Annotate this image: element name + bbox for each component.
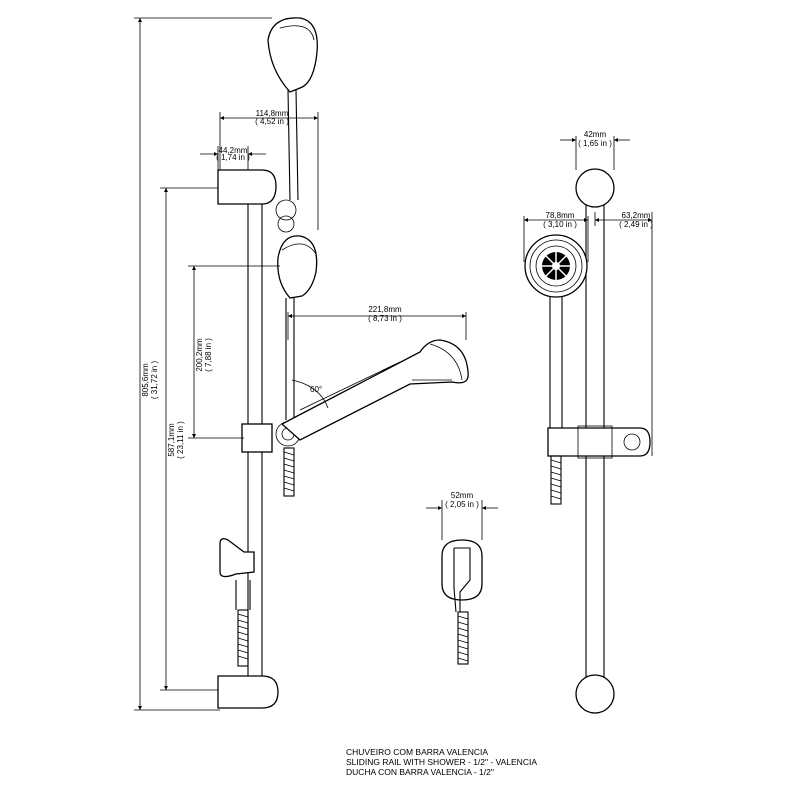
title-en: SLIDING RAIL WITH SHOWER - 1/2" - VALENC… xyxy=(346,757,537,767)
front-hose xyxy=(550,455,562,505)
rail-height-mm: 587,1mm xyxy=(167,423,176,457)
shower-head-middle xyxy=(277,235,318,299)
top-bracket xyxy=(217,169,277,205)
handle-reach-in: ( 8,73 in ) xyxy=(368,314,402,323)
title-es: DUCHA CON BARRA VALENCIA - 1/2" xyxy=(346,767,494,777)
lower-holder xyxy=(219,538,255,578)
side-offset-in: ( 2,49 in ) xyxy=(619,220,653,229)
shower-head-top xyxy=(267,17,318,93)
front-shower-head xyxy=(524,234,588,298)
hose-outlet xyxy=(457,611,469,665)
front-slider xyxy=(547,427,651,457)
rail-height-in: ( 23,11 in ) xyxy=(176,421,185,459)
head-height-mm: 200,2mm xyxy=(195,338,204,372)
front-view: 42mm ( 1,65 in ) 78,8mm ( 3,10 in ) 63,2… xyxy=(523,130,653,714)
head-offset-mm: 114,8mm xyxy=(256,109,289,118)
wall-outlet-in: ( 2,05 in ) xyxy=(445,500,479,509)
handle-reach-mm: 221,8mm xyxy=(368,305,402,314)
side-offset-mm: 63,2mm xyxy=(622,211,651,220)
wall-outlet-view: 52mm ( 2,05 in ) xyxy=(426,491,498,665)
head-height-in: ( 7,88 in ) xyxy=(204,338,213,372)
title-pt: CHUVEIRO COM BARRA VALENCIA xyxy=(346,747,489,757)
side-view: 805,6mm ( 31,72 in ) 587,1mm ( 23,11 in … xyxy=(134,17,469,711)
hose-lower xyxy=(237,609,249,667)
hose-upper xyxy=(283,447,295,497)
handheld-shower xyxy=(280,339,469,441)
bracket-width-mm: 42mm xyxy=(584,130,607,139)
head-offset-in: ( 4,52 in ) xyxy=(255,117,289,126)
head-diameter-in: ( 3,10 in ) xyxy=(543,220,577,229)
angle-label: 60° xyxy=(310,385,322,394)
bracket-width-in: ( 1,65 in ) xyxy=(578,139,612,148)
bracket-depth-mm: 44,2mm xyxy=(219,146,248,155)
wall-outlet-mm: 52mm xyxy=(451,491,474,500)
total-height-in: ( 31,72 in ) xyxy=(150,361,159,400)
front-top-cap xyxy=(575,168,615,208)
front-bottom-cap xyxy=(575,674,615,714)
total-height-mm: 805,6mm xyxy=(141,363,150,397)
bracket-depth-in: ( 1,74 in ) xyxy=(216,153,250,162)
bottom-bracket xyxy=(217,675,279,709)
slider-block xyxy=(241,423,273,453)
head-diameter-mm: 78,8mm xyxy=(546,211,575,220)
drawing-title-block: CHUVEIRO COM BARRA VALENCIA SLIDING RAIL… xyxy=(346,747,537,777)
